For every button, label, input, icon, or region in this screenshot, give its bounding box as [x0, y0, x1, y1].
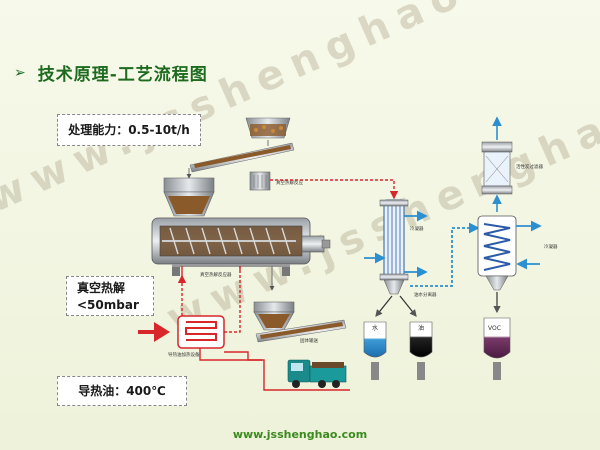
tank-water: 水 [363, 321, 387, 380]
website-link[interactable]: www.jssheng​hao.com [232, 428, 368, 441]
title-row: ➢ 技术原理-工艺流程图 [14, 60, 208, 86]
reactor-hopper-icon [163, 168, 215, 217]
bottom-conveyor-icon: 固体输送 [255, 319, 347, 344]
screw-reactor-icon: 真空热解反应器 [151, 217, 331, 278]
vacuum-text-line1: 真空热解 [77, 281, 126, 295]
top-conveyor-icon [189, 142, 295, 173]
tank-label-voc: VOC [488, 325, 501, 332]
vacuum-callout: 真空热解 <50mbar [66, 276, 154, 316]
capacity-callout: 处理能力：0.5-10t/h [57, 114, 201, 146]
filter-icon: 真空热解反应 [249, 171, 303, 191]
truck-icon [287, 359, 347, 388]
svg-text:冷凝器: 冷凝器 [410, 225, 424, 232]
output-hopper-icon [253, 266, 295, 331]
feed-hopper-icon [245, 117, 291, 139]
svg-text:固体输送: 固体输送 [300, 337, 318, 344]
heat-oil-circuit [177, 266, 350, 391]
vacuum-text-line2: <50mbar [77, 298, 139, 312]
coil-condenser-icon: 冷凝器 [477, 215, 558, 291]
svg-text:冷凝器: 冷凝器 [544, 243, 558, 250]
oil-temperature-callout: 导热油：400℃ [57, 376, 187, 406]
drain-arrows [375, 292, 501, 317]
tank-label-water: 水 [372, 324, 378, 332]
svg-text:真空热解反应器: 真空热解反应器 [200, 271, 232, 278]
condenser-column-icon: 冷凝器 油水分离器 [379, 199, 437, 298]
tank-oil: 油 [409, 321, 433, 380]
top-filter-icon: 活性炭过滤器 [481, 116, 543, 212]
arrow-right-icon: ➢ [14, 64, 26, 81]
cooling-water-arrows [364, 210, 480, 287]
capacity-text: 处理能力：0.5-10t/h [68, 123, 190, 137]
heater-icon: 导热油加热设备 [138, 315, 225, 358]
oil-temperature-text: 导热油：400℃ [78, 384, 166, 398]
gas-line [270, 179, 399, 200]
svg-text:真空热解反应: 真空热解反应 [276, 179, 303, 186]
svg-text:油水分离器: 油水分离器 [414, 291, 437, 298]
tank-voc: VOC [483, 317, 511, 380]
svg-text:活性炭过滤器: 活性炭过滤器 [516, 163, 543, 170]
page-title: 技术原理-工艺流程图 [37, 65, 208, 85]
svg-text:导热油加热设备: 导热油加热设备 [168, 351, 200, 358]
tank-label-oil: 油 [418, 324, 424, 332]
